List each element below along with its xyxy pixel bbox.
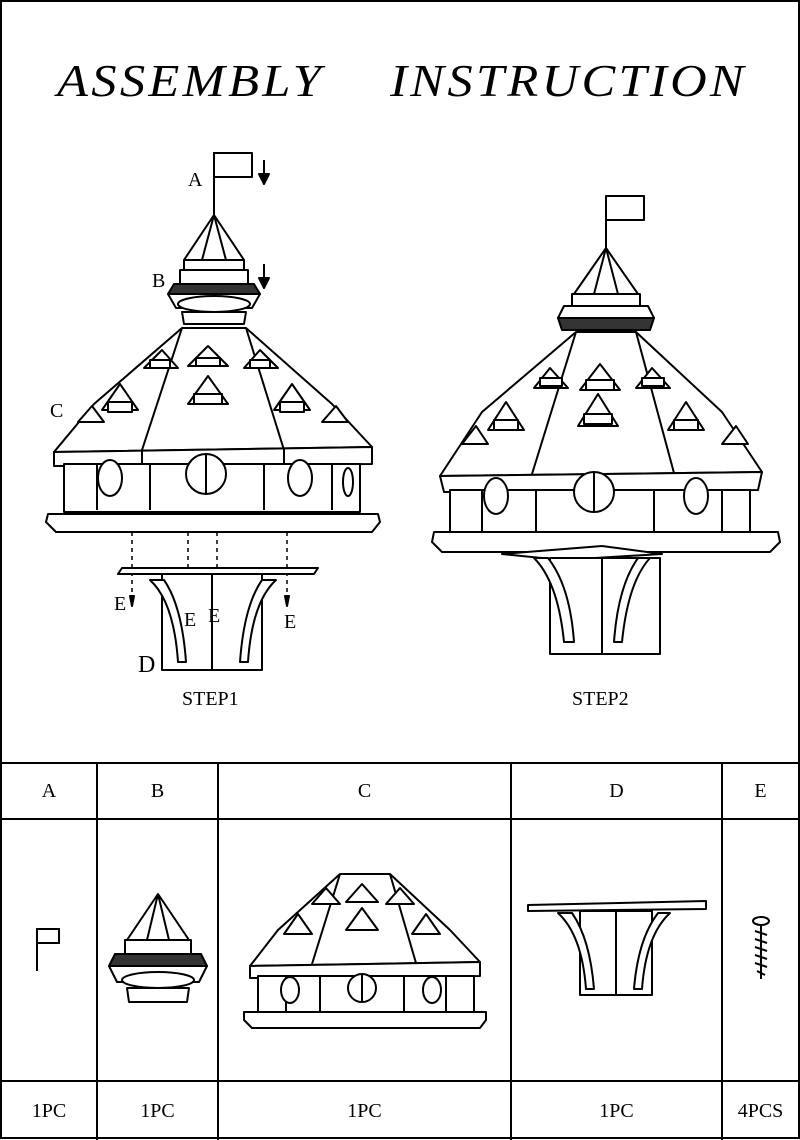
- part-qty-e: 4PCS: [721, 1080, 798, 1140]
- part-qty-a: 1PC: [2, 1080, 98, 1140]
- parts-list-table: A B C D E: [2, 762, 798, 1140]
- step1-exploded-diagram: A B C D E E E E: [45, 152, 381, 678]
- page-title: ASSEMBLY INSTRUCTION: [0, 54, 800, 107]
- roof-part-c-drawing: [45, 327, 381, 533]
- screw-icon: [751, 916, 770, 979]
- part-id-c: C: [217, 762, 512, 820]
- turret-part-b-drawing: [167, 214, 270, 325]
- callout-e-4: E: [284, 611, 296, 633]
- part-qty-b: 1PC: [96, 1080, 219, 1140]
- part-id-e: E: [721, 762, 798, 820]
- part-qty-c: 1PC: [217, 1080, 512, 1140]
- title-word-assembly: ASSEMBLY: [57, 55, 325, 106]
- post-icon: [526, 900, 707, 996]
- parts-qty-row: 1PC 1PC 1PC 1PC 4PCS: [2, 1080, 798, 1140]
- part-id-b: B: [96, 762, 219, 820]
- callout-b: B: [152, 270, 165, 292]
- roof-icon: [242, 873, 487, 1029]
- part-b-image: [96, 818, 219, 1082]
- post-part-d-drawing: [117, 567, 319, 671]
- step2-assembled-diagram: [431, 195, 781, 655]
- part-qty-d: 1PC: [510, 1080, 723, 1140]
- callout-d: D: [138, 652, 155, 678]
- turret-icon: [107, 893, 208, 1003]
- steps-area: A B C D E E E E: [2, 2, 800, 762]
- part-a-image: [2, 818, 98, 1082]
- part-e-image: [721, 818, 798, 1082]
- parts-header-row: A B C D E: [2, 762, 798, 820]
- part-d-image: [510, 818, 723, 1082]
- step2-label: STEP2: [572, 688, 629, 710]
- flag-icon: [36, 928, 60, 971]
- part-c-image: [217, 818, 512, 1082]
- part-id-d: D: [510, 762, 723, 820]
- callout-e-3: E: [208, 605, 220, 627]
- step1-callouts: A B C D E E E E: [50, 169, 296, 678]
- callout-c: C: [50, 400, 63, 422]
- flag-part-a-drawing: [213, 152, 270, 220]
- callout-e-2: E: [184, 609, 196, 631]
- title-word-instruction: INSTRUCTION: [390, 55, 747, 106]
- step1-label: STEP1: [182, 688, 239, 710]
- callout-e-1: E: [114, 593, 126, 615]
- part-id-a: A: [2, 762, 98, 820]
- parts-image-row: [2, 818, 798, 1082]
- callout-a: A: [188, 169, 203, 191]
